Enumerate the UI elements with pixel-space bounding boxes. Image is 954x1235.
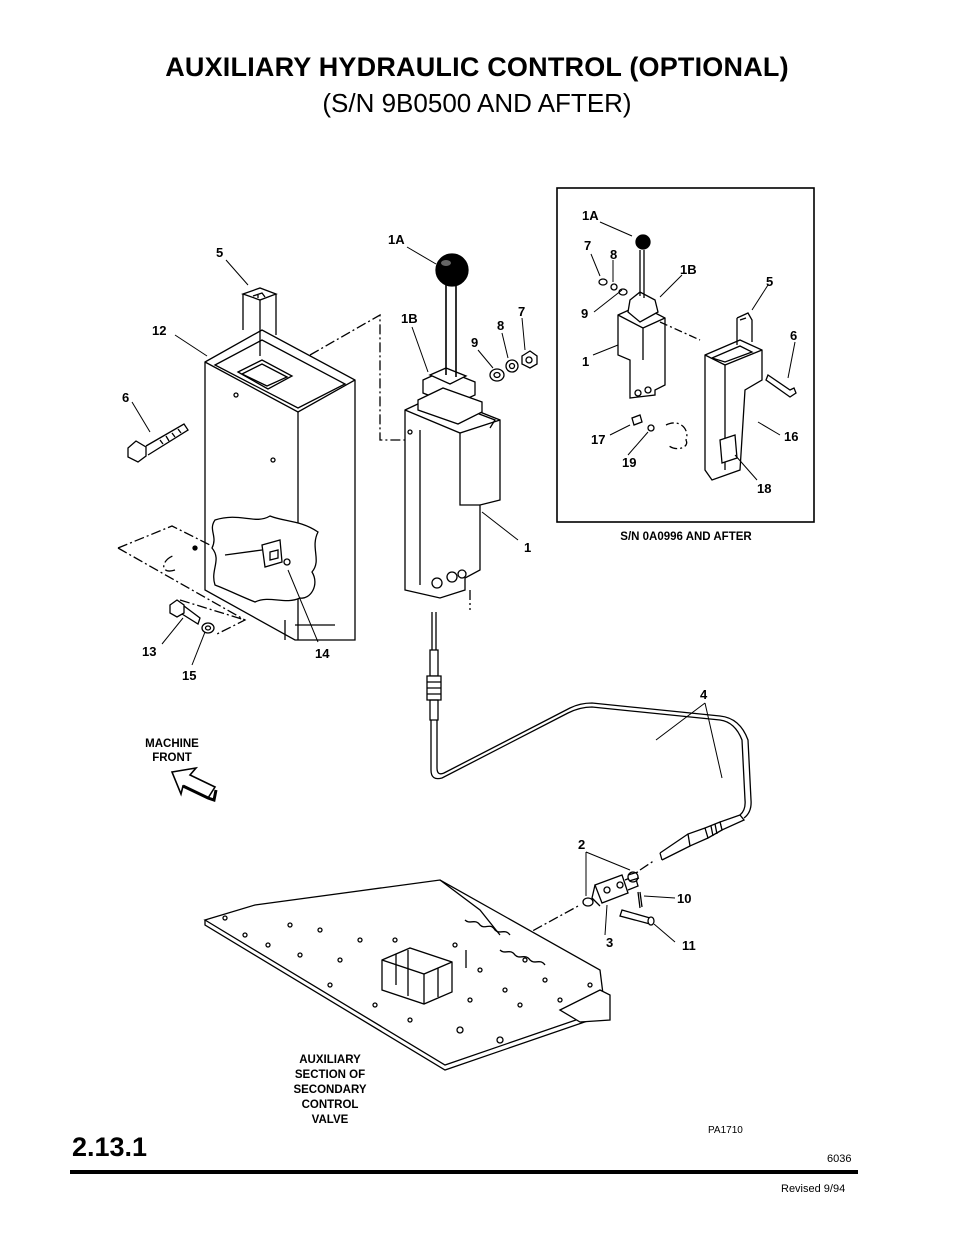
part-5-plug	[241, 287, 278, 356]
callout-9: 9	[471, 335, 478, 350]
valve-note-line-3: SECONDARY	[293, 1084, 366, 1096]
inset-joystick-unit	[617, 234, 666, 399]
valve-note-line-4: CONTROL	[302, 1099, 359, 1111]
cable-valve-end	[659, 814, 746, 861]
callout-3: 3	[606, 935, 613, 950]
part-15-washer	[201, 622, 215, 634]
inset-callout-8: 8	[610, 247, 617, 262]
part-8-lockwasher	[505, 359, 519, 373]
part-4-push-pull-cable	[430, 702, 752, 819]
callout-10: 10	[677, 891, 691, 906]
figure-id: PA1710	[708, 1125, 743, 1136]
inset-housing	[704, 312, 763, 481]
callout-7: 7	[518, 304, 525, 319]
callout-5: 5	[216, 245, 223, 260]
inset-alignment-lines	[659, 321, 701, 450]
page-subtitle: (S/N 9B0500 AND AFTER)	[322, 88, 632, 118]
callout-14: 14	[315, 646, 330, 661]
machine-front-line-2: FRONT	[152, 752, 192, 764]
inset-frame	[556, 187, 815, 523]
callout-6: 6	[122, 390, 129, 405]
callout-4: 4	[700, 687, 708, 702]
callout-1a: 1A	[388, 232, 405, 247]
cutaway-view	[211, 515, 319, 603]
inset-callout-19: 19	[622, 455, 636, 470]
joystick-lever	[445, 280, 457, 377]
part-6-bolt	[127, 423, 189, 463]
part-7-nut	[521, 350, 538, 369]
inset-callout-18: 18	[757, 481, 771, 496]
valve-note-line-5: VALVE	[312, 1114, 349, 1126]
machine-front-line-1: MACHINE	[145, 738, 199, 750]
part-3-clevis	[591, 874, 639, 907]
revision-date: Revised 9/94	[781, 1183, 846, 1195]
part-10-cotter-pin	[637, 891, 643, 909]
callout-11: 11	[682, 938, 696, 953]
callout-labels: 1A 1B 1 2 3 4 5 6 7 8 9 10 11 12 13 14 1…	[122, 208, 798, 1136]
mount-bracket-outline	[117, 525, 247, 636]
secondary-control-valve-section	[381, 947, 467, 1005]
inset-caption: S/N 0A0996 AND AFTER	[620, 531, 752, 543]
callout-8: 8	[497, 318, 504, 333]
inset-callout-1: 1	[582, 354, 589, 369]
inset-hardware	[598, 278, 655, 432]
part-13-bolt	[169, 599, 201, 625]
doc-number: 6036	[827, 1153, 852, 1165]
inset-callout-6: 6	[790, 328, 797, 343]
callout-1: 1	[524, 540, 531, 555]
inset-callout-1b: 1B	[680, 262, 697, 277]
callout-12: 12	[152, 323, 166, 338]
leader-lines	[131, 221, 796, 943]
inset-callout-7: 7	[584, 238, 591, 253]
inset-callout-9: 9	[581, 306, 588, 321]
inset-callout-1a: 1A	[582, 208, 599, 223]
inset-callout-5: 5	[766, 274, 773, 289]
alignment-lines	[309, 313, 471, 610]
valve-note-line-1: AUXILIARY	[299, 1054, 361, 1066]
callout-13: 13	[142, 644, 156, 659]
page-title: AUXILIARY HYDRAULIC CONTROL (OPTIONAL)	[165, 52, 789, 82]
cable-end-fitting	[426, 612, 442, 721]
callout-1b: 1B	[401, 311, 418, 326]
valve-note-line-2: SECTION OF	[295, 1069, 365, 1081]
inset-callout-16: 16	[784, 429, 798, 444]
inset-bolt	[765, 374, 797, 398]
callout-15: 15	[182, 668, 196, 683]
part-11-clevis-pin	[619, 909, 655, 926]
part-2-nut	[582, 871, 640, 907]
joystick-control-unit	[404, 394, 501, 599]
section-number: 2.13.1	[72, 1132, 148, 1162]
footer-rule	[70, 1170, 858, 1174]
joystick-boot	[417, 367, 483, 425]
callout-2: 2	[578, 837, 585, 852]
machine-front-arrow-icon	[170, 766, 218, 802]
joystick-knob	[435, 253, 469, 287]
part-9-washer	[489, 368, 505, 382]
inset-callout-17: 17	[591, 432, 605, 447]
